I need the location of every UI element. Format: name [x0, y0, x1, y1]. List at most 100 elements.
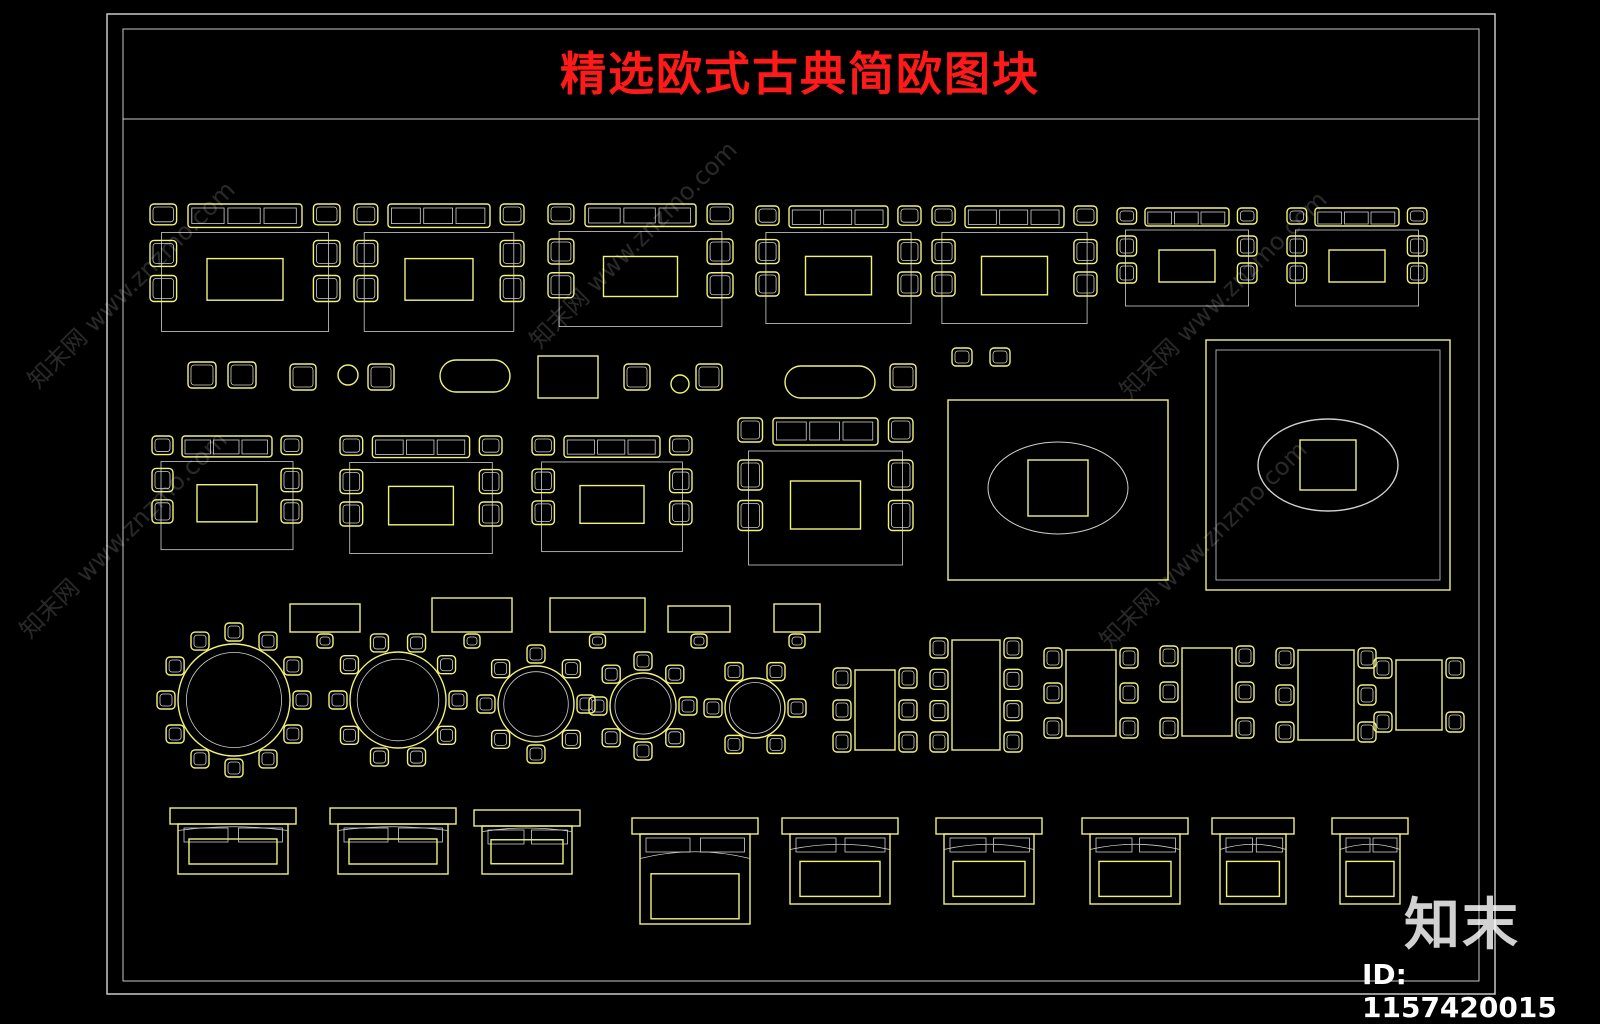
chair	[678, 696, 698, 716]
furniture-blocks	[149, 203, 1465, 925]
coffee-table	[1299, 439, 1357, 491]
chair	[588, 633, 607, 649]
chair	[929, 731, 949, 753]
chair	[224, 622, 244, 642]
chair	[668, 500, 693, 526]
outer-frame	[106, 13, 1496, 995]
rug	[160, 232, 329, 332]
chair	[531, 468, 556, 494]
chair	[339, 501, 364, 527]
chair	[832, 731, 852, 753]
coffee-table	[1027, 459, 1089, 517]
rug	[541, 461, 683, 553]
chair	[280, 499, 303, 524]
chair	[1286, 262, 1308, 284]
bed-rug	[490, 839, 564, 865]
chair	[499, 274, 525, 303]
chair	[490, 658, 511, 679]
desk	[667, 605, 731, 633]
coffee-table	[206, 257, 284, 301]
chair	[1043, 717, 1063, 739]
sofa	[964, 205, 1065, 229]
chair	[547, 238, 575, 265]
chair	[476, 694, 496, 714]
watermark-id: ID: 1157420015	[1362, 958, 1557, 1024]
rug	[349, 461, 493, 554]
chair	[1003, 699, 1023, 722]
chair	[292, 690, 312, 710]
coffee-table	[387, 485, 455, 526]
chair	[1043, 647, 1063, 669]
chair	[706, 203, 734, 225]
rug	[1295, 229, 1420, 307]
chair	[151, 435, 174, 456]
bed	[337, 823, 449, 875]
chair	[436, 655, 457, 675]
chair	[695, 363, 723, 391]
chair	[547, 203, 575, 225]
chair	[1003, 668, 1023, 691]
chair	[151, 467, 174, 493]
chair	[1445, 657, 1465, 679]
chair	[690, 633, 708, 649]
chair	[149, 274, 178, 303]
chair	[665, 664, 685, 684]
chair	[1116, 262, 1138, 284]
chair	[1406, 262, 1428, 284]
chair	[406, 633, 427, 653]
watermark-logo: 知末	[1404, 893, 1520, 958]
rug	[160, 461, 294, 551]
chaise	[784, 365, 876, 399]
chair	[1406, 207, 1428, 225]
chair	[478, 501, 503, 527]
chair	[353, 274, 379, 303]
sofa	[1314, 207, 1400, 227]
chair	[463, 633, 481, 649]
coffee-table	[789, 480, 862, 530]
rug	[765, 231, 912, 324]
chair	[478, 435, 503, 456]
round-table	[349, 651, 447, 749]
chair	[1003, 731, 1023, 753]
rug	[363, 232, 515, 332]
chair	[227, 361, 257, 389]
chair	[1373, 657, 1393, 679]
chair	[1159, 645, 1179, 667]
chair	[149, 239, 178, 268]
chair	[1357, 684, 1377, 706]
chair	[369, 747, 390, 767]
chair	[1159, 717, 1179, 739]
chair	[929, 668, 949, 691]
sofa	[563, 435, 661, 458]
chair	[1073, 205, 1098, 226]
coffee-table	[196, 484, 258, 523]
bed	[943, 833, 1035, 905]
chair	[951, 347, 973, 367]
bed	[1089, 833, 1181, 905]
round-table	[177, 643, 291, 757]
chair	[668, 435, 693, 456]
chair	[929, 699, 949, 722]
round-table	[724, 677, 786, 739]
sofa	[387, 203, 491, 229]
dining-table	[1395, 659, 1443, 731]
chair	[353, 239, 379, 268]
chair	[499, 203, 525, 226]
chair	[1116, 207, 1138, 225]
side-table	[537, 355, 599, 399]
rug-oval	[1257, 418, 1399, 512]
chair	[737, 459, 764, 491]
coffee-table	[602, 255, 679, 298]
desk	[289, 603, 361, 633]
coffee-table	[1158, 249, 1216, 283]
chair	[339, 725, 360, 745]
rug	[941, 231, 1088, 324]
chair	[1236, 235, 1258, 257]
bed-rug	[348, 838, 438, 865]
chair	[289, 363, 317, 391]
chair	[897, 238, 922, 265]
rug	[748, 450, 903, 566]
chair	[328, 690, 348, 710]
chair	[1043, 682, 1063, 704]
chair	[788, 633, 806, 649]
